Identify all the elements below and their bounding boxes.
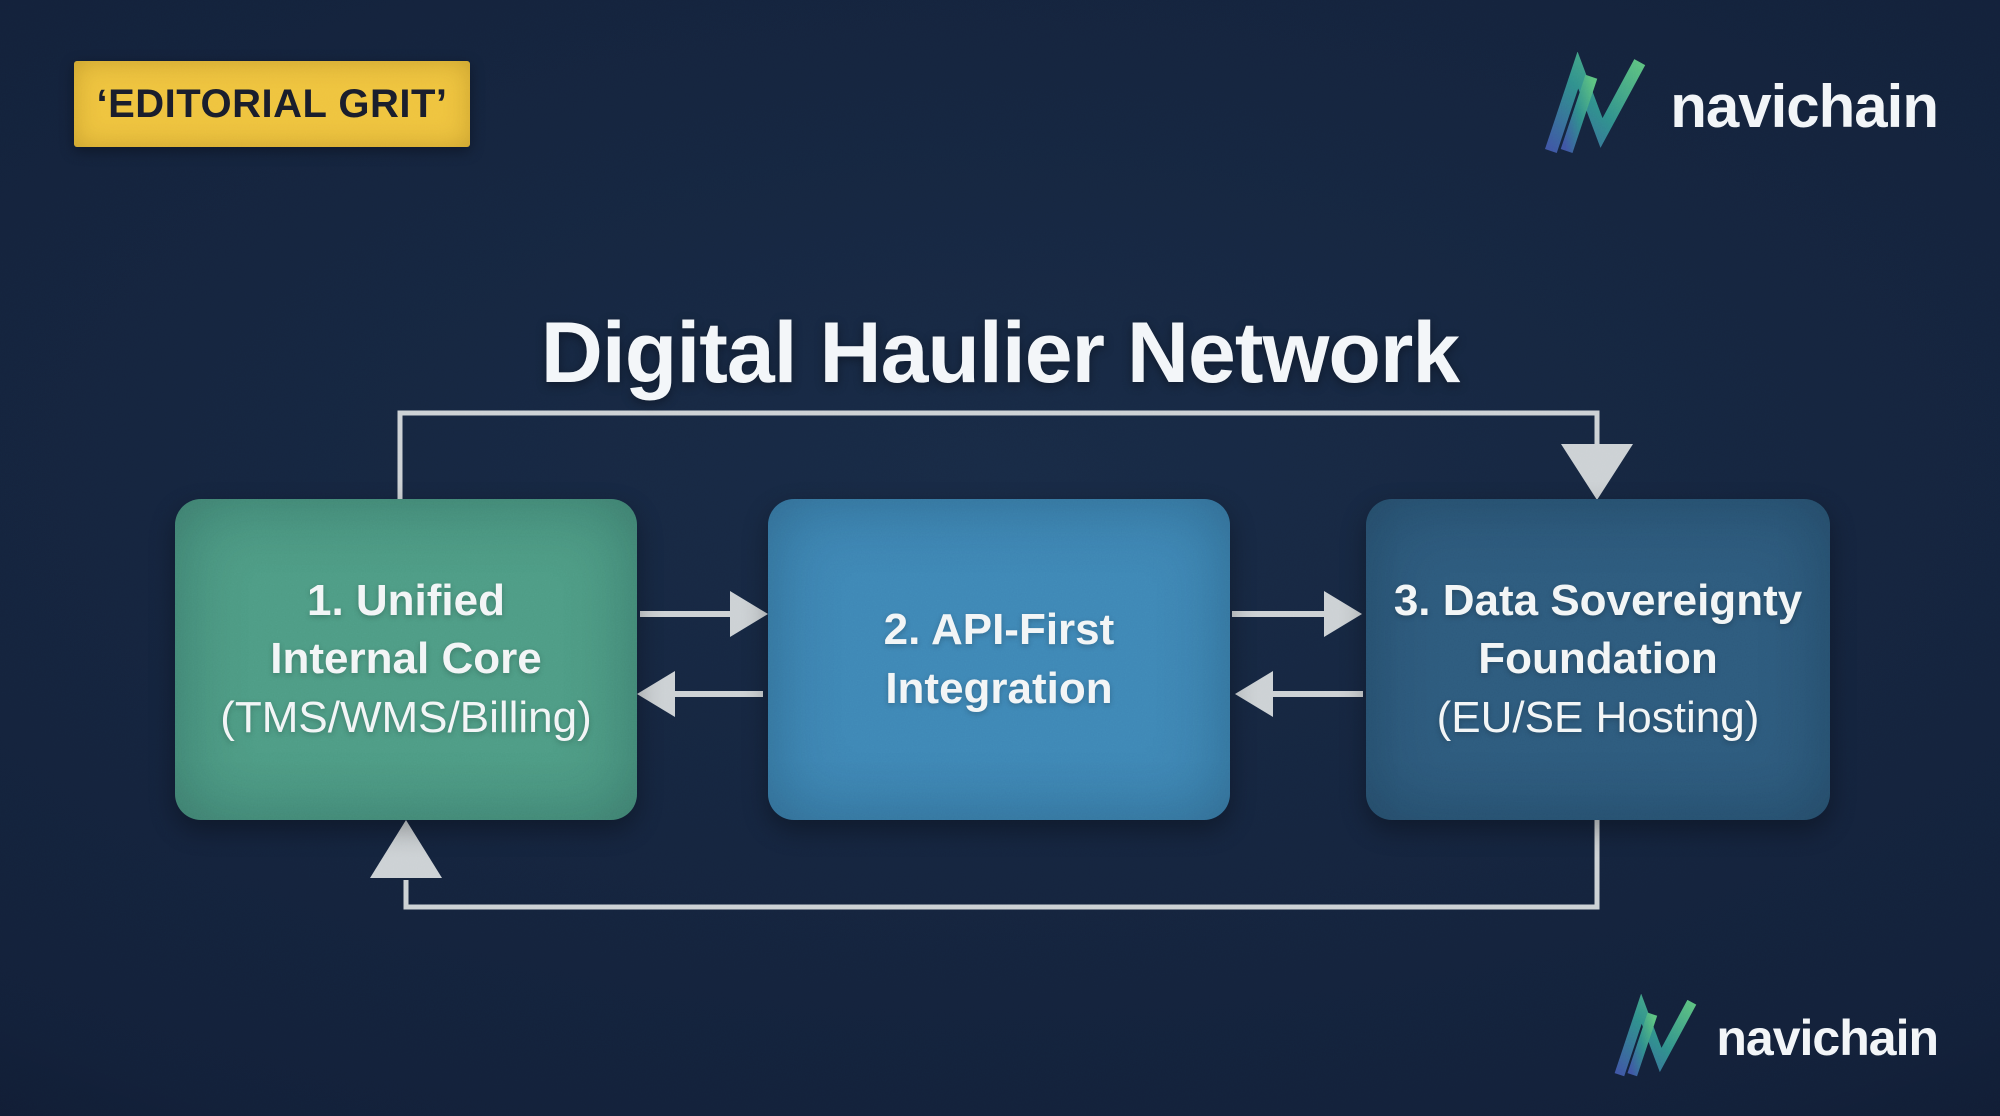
navichain-logo-icon [1614, 994, 1697, 1077]
arrow-left-icon [1235, 671, 1273, 717]
arrow-left-icon [637, 671, 675, 717]
node-title-line: 2. API-First [883, 605, 1115, 655]
arrow-1-to-2 [640, 591, 768, 637]
navichain-logo-top: navichain [1540, 52, 1939, 160]
node-title-line: Internal Core [270, 634, 542, 684]
arrow-right-icon [1324, 591, 1362, 637]
node-title-line: Integration [885, 663, 1113, 713]
loop-forward-connector [397, 410, 1633, 500]
loop-return-connector [370, 819, 1600, 910]
arrow-up-icon [370, 820, 442, 878]
navichain-wordmark: navichain [1670, 72, 1939, 140]
arrow-right-icon [730, 591, 768, 637]
node-unified-internal-core: 1. Unified Internal Core (TMS/WMS/Billin… [175, 499, 637, 820]
node-data-sovereignty-foundation: 3. Data Sovereignty Foundation (EU/SE Ho… [1366, 499, 1830, 820]
editorial-grit-badge: ‘EDITORIAL GRIT’ [74, 61, 470, 147]
navichain-wordmark: navichain [1716, 1010, 1939, 1066]
page-title: Digital Haulier Network [540, 304, 1460, 401]
navichain-logo-bottom: navichain [1611, 994, 1939, 1082]
navichain-logo-icon [1545, 52, 1646, 153]
node-subtitle: (TMS/WMS/Billing) [220, 692, 592, 742]
node-subtitle: (EU/SE Hosting) [1436, 692, 1760, 742]
node-title-line: 1. Unified [306, 576, 506, 626]
arrow-down-icon [1561, 444, 1633, 500]
badge-label: ‘EDITORIAL GRIT’ [96, 81, 448, 126]
node-api-first-integration: 2. API-First Integration [768, 499, 1230, 820]
node-title-line: 3. Data Sovereignty [1393, 576, 1803, 626]
node-title-line: Foundation [1478, 634, 1718, 684]
arrow-2-to-1 [637, 671, 763, 717]
arrow-2-to-3 [1232, 591, 1362, 637]
arrow-3-to-2 [1235, 671, 1363, 717]
